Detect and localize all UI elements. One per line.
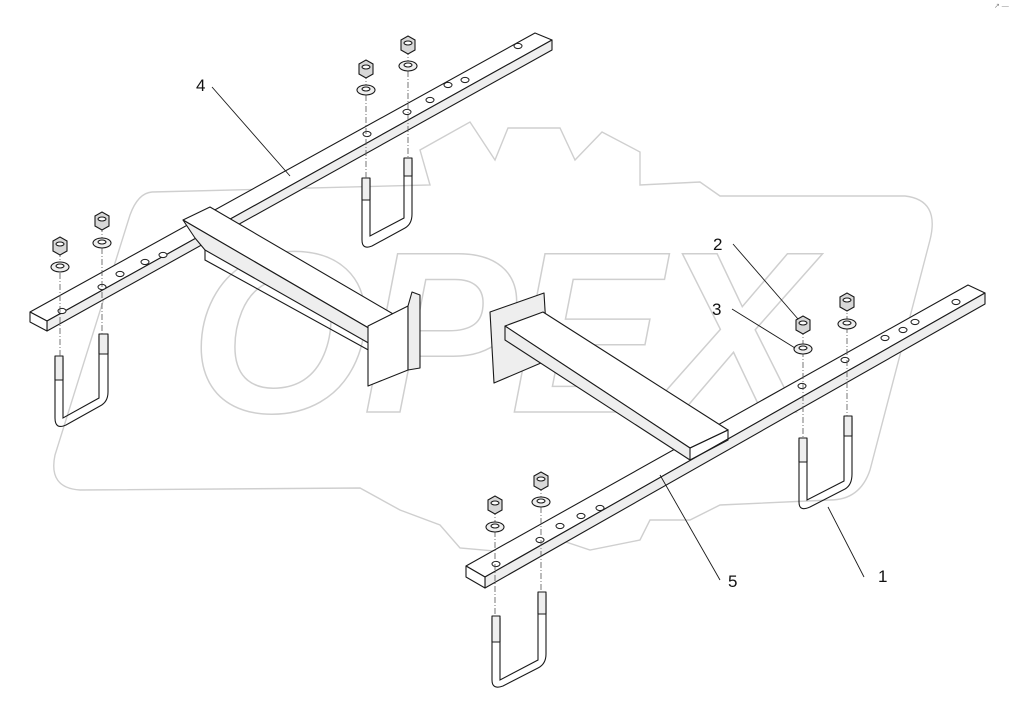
washer-hole — [842, 320, 852, 326]
right-bar-hole — [576, 512, 586, 520]
left-bar-hole — [158, 251, 168, 259]
u-bolt-back-body — [361, 160, 413, 248]
washer-hole — [490, 523, 500, 529]
callout-1-leader — [827, 506, 865, 578]
left-bar-part-4 — [29, 32, 553, 332]
callout-2-label: 2 — [713, 235, 722, 254]
right-bar-hole — [880, 334, 890, 342]
right-bar-hole — [951, 298, 961, 306]
left-channel-arm — [182, 206, 421, 387]
left-bar-hole — [513, 42, 523, 50]
right-bar-hole — [595, 504, 605, 512]
u-bolt-left-thread — [98, 333, 109, 355]
hex-nut-hole — [536, 476, 546, 482]
u-bolt-back-thread — [361, 177, 371, 201]
right-bar-hole — [898, 326, 908, 334]
left-bar-hole — [115, 270, 125, 278]
washer-hole — [536, 498, 546, 504]
left-bar-hole — [402, 108, 412, 116]
left-bar-hole — [362, 130, 372, 138]
callout-1-label: 1 — [878, 567, 887, 586]
u-bolt-front-thread — [491, 615, 501, 643]
u-bolt-front-thread — [537, 591, 547, 615]
right-channel-arm — [489, 292, 729, 461]
corner-mark: ↗ — — [994, 3, 1009, 10]
washer-hole — [403, 62, 413, 68]
right-bar-end-face — [465, 565, 486, 589]
left-bar-hole — [425, 96, 435, 104]
hex-nut-hole — [55, 241, 65, 247]
u-bolt-left-body — [54, 336, 109, 427]
hex-nut-hole — [361, 64, 371, 70]
u-bolt-left-thread — [54, 355, 64, 381]
left-bar-end-face — [29, 311, 48, 332]
u-bolt-left — [54, 333, 109, 427]
right-bar-hole — [555, 522, 565, 530]
right-bar-hole — [840, 356, 850, 364]
left-bar-hole — [460, 76, 470, 84]
callout-5-leader — [659, 474, 721, 581]
left-bar-hole — [443, 81, 453, 89]
u-bolt-part-1 — [798, 415, 853, 510]
hex-nut-hole — [490, 500, 500, 506]
watermark-gear-outline — [53, 121, 933, 556]
washer-hole — [361, 86, 371, 92]
hex-nut-hole — [842, 297, 852, 303]
callout-3-label: 3 — [712, 300, 721, 319]
right-bar-hole — [910, 318, 920, 326]
hex-nut-hole — [798, 320, 808, 326]
right-arm-channel-end — [689, 429, 729, 461]
left-arm-flange — [204, 250, 373, 353]
u-bolt-right-thread — [843, 415, 853, 437]
u-bolt-right-body — [798, 418, 853, 510]
callout-4-label: 4 — [196, 76, 205, 95]
u-bolt-back-thread — [403, 157, 413, 177]
hex-nut-hole — [403, 40, 413, 46]
fastener-axes — [59, 38, 848, 616]
washer-hole — [798, 345, 808, 351]
callout-4-leader — [211, 86, 291, 177]
left-arm-side — [182, 219, 373, 346]
callout-5-label: 5 — [728, 572, 737, 591]
left-bar-hole — [57, 307, 67, 315]
left-bar-hole — [140, 258, 150, 266]
u-bolt-front-body — [491, 594, 547, 688]
washer-hole — [97, 239, 107, 245]
u-bolt-front — [491, 591, 547, 688]
right-bar-hole — [491, 560, 501, 568]
left-arm-end-plate-side — [407, 291, 421, 371]
callout-2-leader — [732, 243, 799, 320]
hex-nut-hole — [97, 216, 107, 222]
right-bar-hole — [797, 382, 807, 390]
callouts: 4 2 3 1 5 — [196, 76, 887, 591]
nut-washer-set — [50, 35, 857, 533]
u-bolt-right-thread — [798, 437, 808, 463]
right-bar-hole — [535, 536, 545, 544]
callout-3-leader — [731, 308, 796, 349]
washer-hole — [55, 263, 65, 269]
